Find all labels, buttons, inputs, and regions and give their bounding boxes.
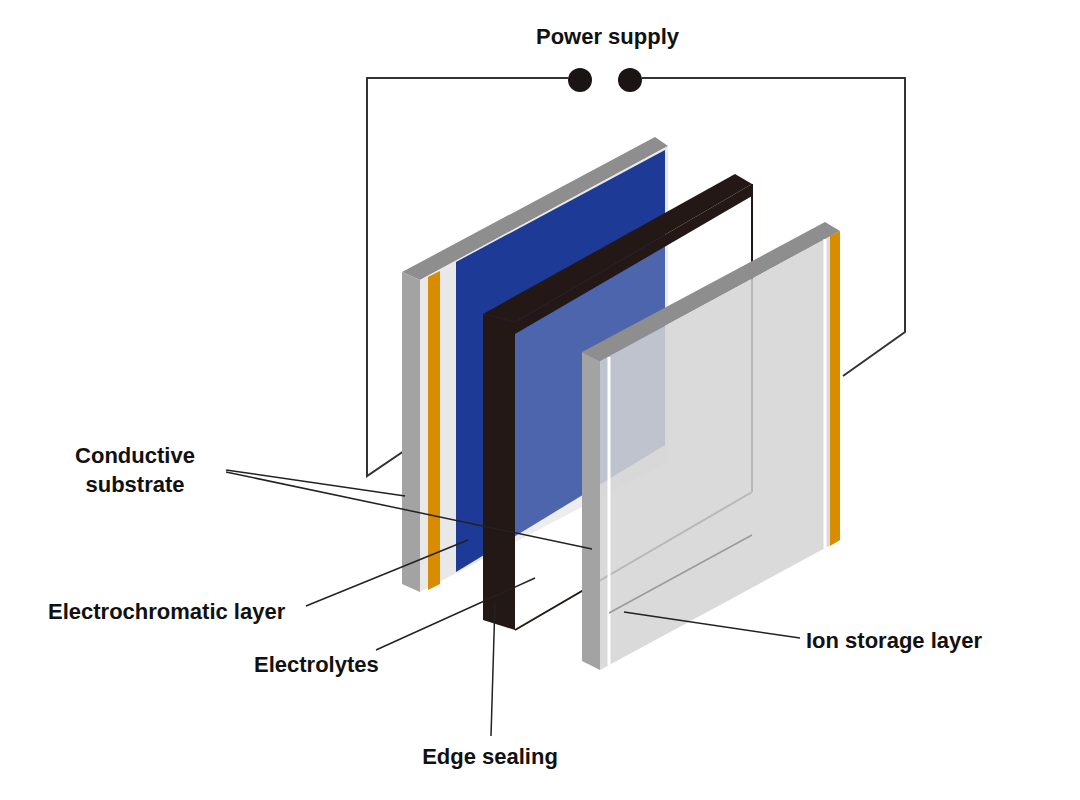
leader-line [226,472,592,549]
part-label: Edge sealing [400,742,580,771]
part-label: Electrolytes [254,650,414,679]
leader-line [624,612,800,638]
part-label: Electrochromatic layer [48,597,318,626]
leader-line [491,602,495,736]
terminal [568,68,592,92]
conductive-strip [830,231,840,546]
frame-side [483,314,515,630]
leader-line [376,578,535,650]
right-plate [582,222,840,670]
layer-edge [609,535,752,613]
plate-inner-edge [608,357,611,665]
leader-line [226,470,405,496]
terminal [618,68,642,92]
plate-inner-edge [824,239,827,548]
part-label: Conductive substrate [60,441,210,499]
part-label: Power supply [505,22,710,51]
part-label: Ion storage layer [806,626,1036,655]
plate-side-edge [402,272,420,592]
leader-lines [226,470,800,736]
conductive-strip [428,271,440,590]
ion-storage-face [600,231,840,670]
plate-side-edge [582,352,600,670]
leader-line [306,540,468,606]
